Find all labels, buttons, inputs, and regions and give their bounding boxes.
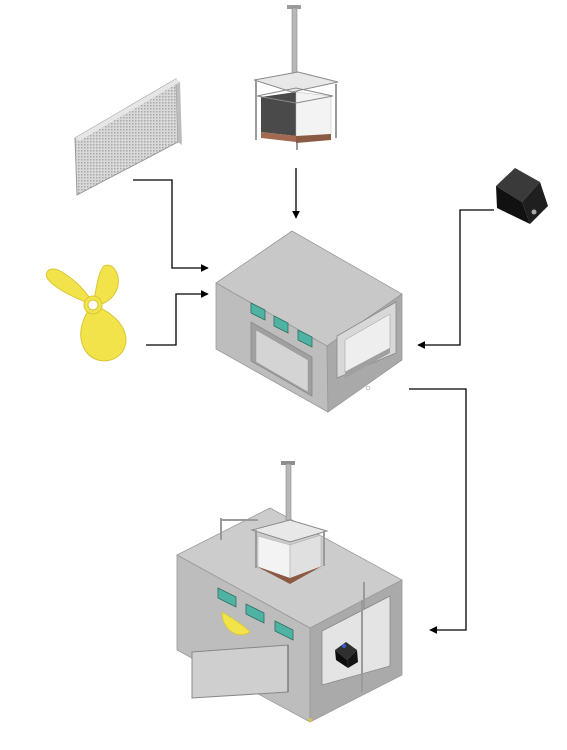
arrow-sensor-to-cabinet — [417, 209, 494, 349]
connection-arrows — [133, 168, 494, 634]
sample-rack-icon — [253, 5, 339, 150]
assembled-system-icon — [176, 461, 403, 723]
filter-panel-icon — [74, 78, 182, 196]
arrow-propeller-to-cabinet — [146, 290, 209, 346]
enclosure-cabinet-icon — [215, 230, 403, 413]
sensor-module-icon — [496, 168, 548, 224]
arrow-filter-to-cabinet — [133, 179, 209, 272]
fan-propeller-icon — [45, 264, 127, 362]
arrow-cabinet-to-assembly — [409, 388, 467, 634]
